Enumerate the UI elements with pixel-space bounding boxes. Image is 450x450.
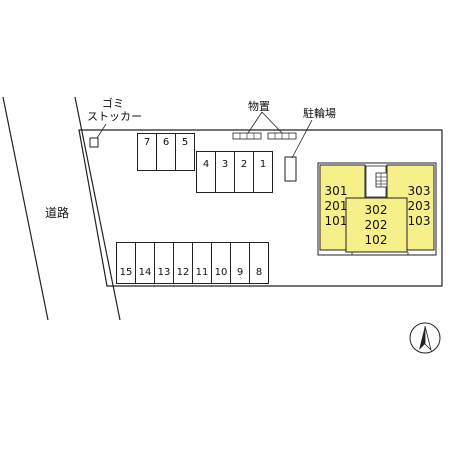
unit-number: 302 — [364, 203, 388, 217]
parking-space: 2 — [234, 151, 254, 193]
lot-boundary — [78, 129, 443, 287]
parking-space: 10 — [211, 242, 231, 284]
unit-number: 301 — [324, 184, 348, 198]
unit-number: 201 — [324, 199, 348, 213]
garbage-stocker-label-line2: ストッカー — [87, 110, 142, 123]
storage-leader-line-1 — [247, 111, 263, 134]
parking-space: 12 — [173, 242, 193, 284]
garbage-stocker-label-line1: ゴミ — [102, 97, 124, 110]
unit-number: 102 — [364, 233, 388, 247]
road-edge-left — [2, 96, 49, 321]
parking-space: 14 — [135, 242, 155, 284]
parking-space: 4 — [196, 151, 216, 193]
parking-space: 5 — [175, 133, 195, 171]
north-arrow-icon — [409, 322, 441, 354]
parking-space: 1 — [253, 151, 273, 193]
parking-space: 11 — [192, 242, 212, 284]
unit-number: 202 — [364, 218, 388, 232]
stairs-icon — [375, 172, 388, 188]
parking-space: 7 — [137, 133, 157, 171]
road-label: 道路 — [45, 206, 70, 220]
bicycle-leader-line — [291, 119, 313, 159]
bicycle-parking — [284, 156, 297, 182]
unit-number: 103 — [407, 214, 431, 228]
garbage-leader-line — [96, 123, 107, 139]
unit-number: 101 — [324, 214, 348, 228]
unit-number: 203 — [407, 199, 431, 213]
parking-space: 6 — [156, 133, 176, 171]
storage-leader-line-2 — [261, 111, 283, 134]
parking-space: 15 — [116, 242, 136, 284]
road-edge-right — [74, 96, 121, 321]
bicycle-parking-label: 駐輪場 — [303, 107, 336, 120]
parking-space: 8 — [249, 242, 269, 284]
parking-space: 9 — [230, 242, 250, 284]
storage-sheds — [232, 132, 297, 140]
storage-label: 物置 — [248, 100, 270, 113]
garbage-stocker — [89, 137, 99, 148]
unit-number: 303 — [407, 184, 431, 198]
parking-space: 13 — [154, 242, 174, 284]
parking-space: 3 — [215, 151, 235, 193]
